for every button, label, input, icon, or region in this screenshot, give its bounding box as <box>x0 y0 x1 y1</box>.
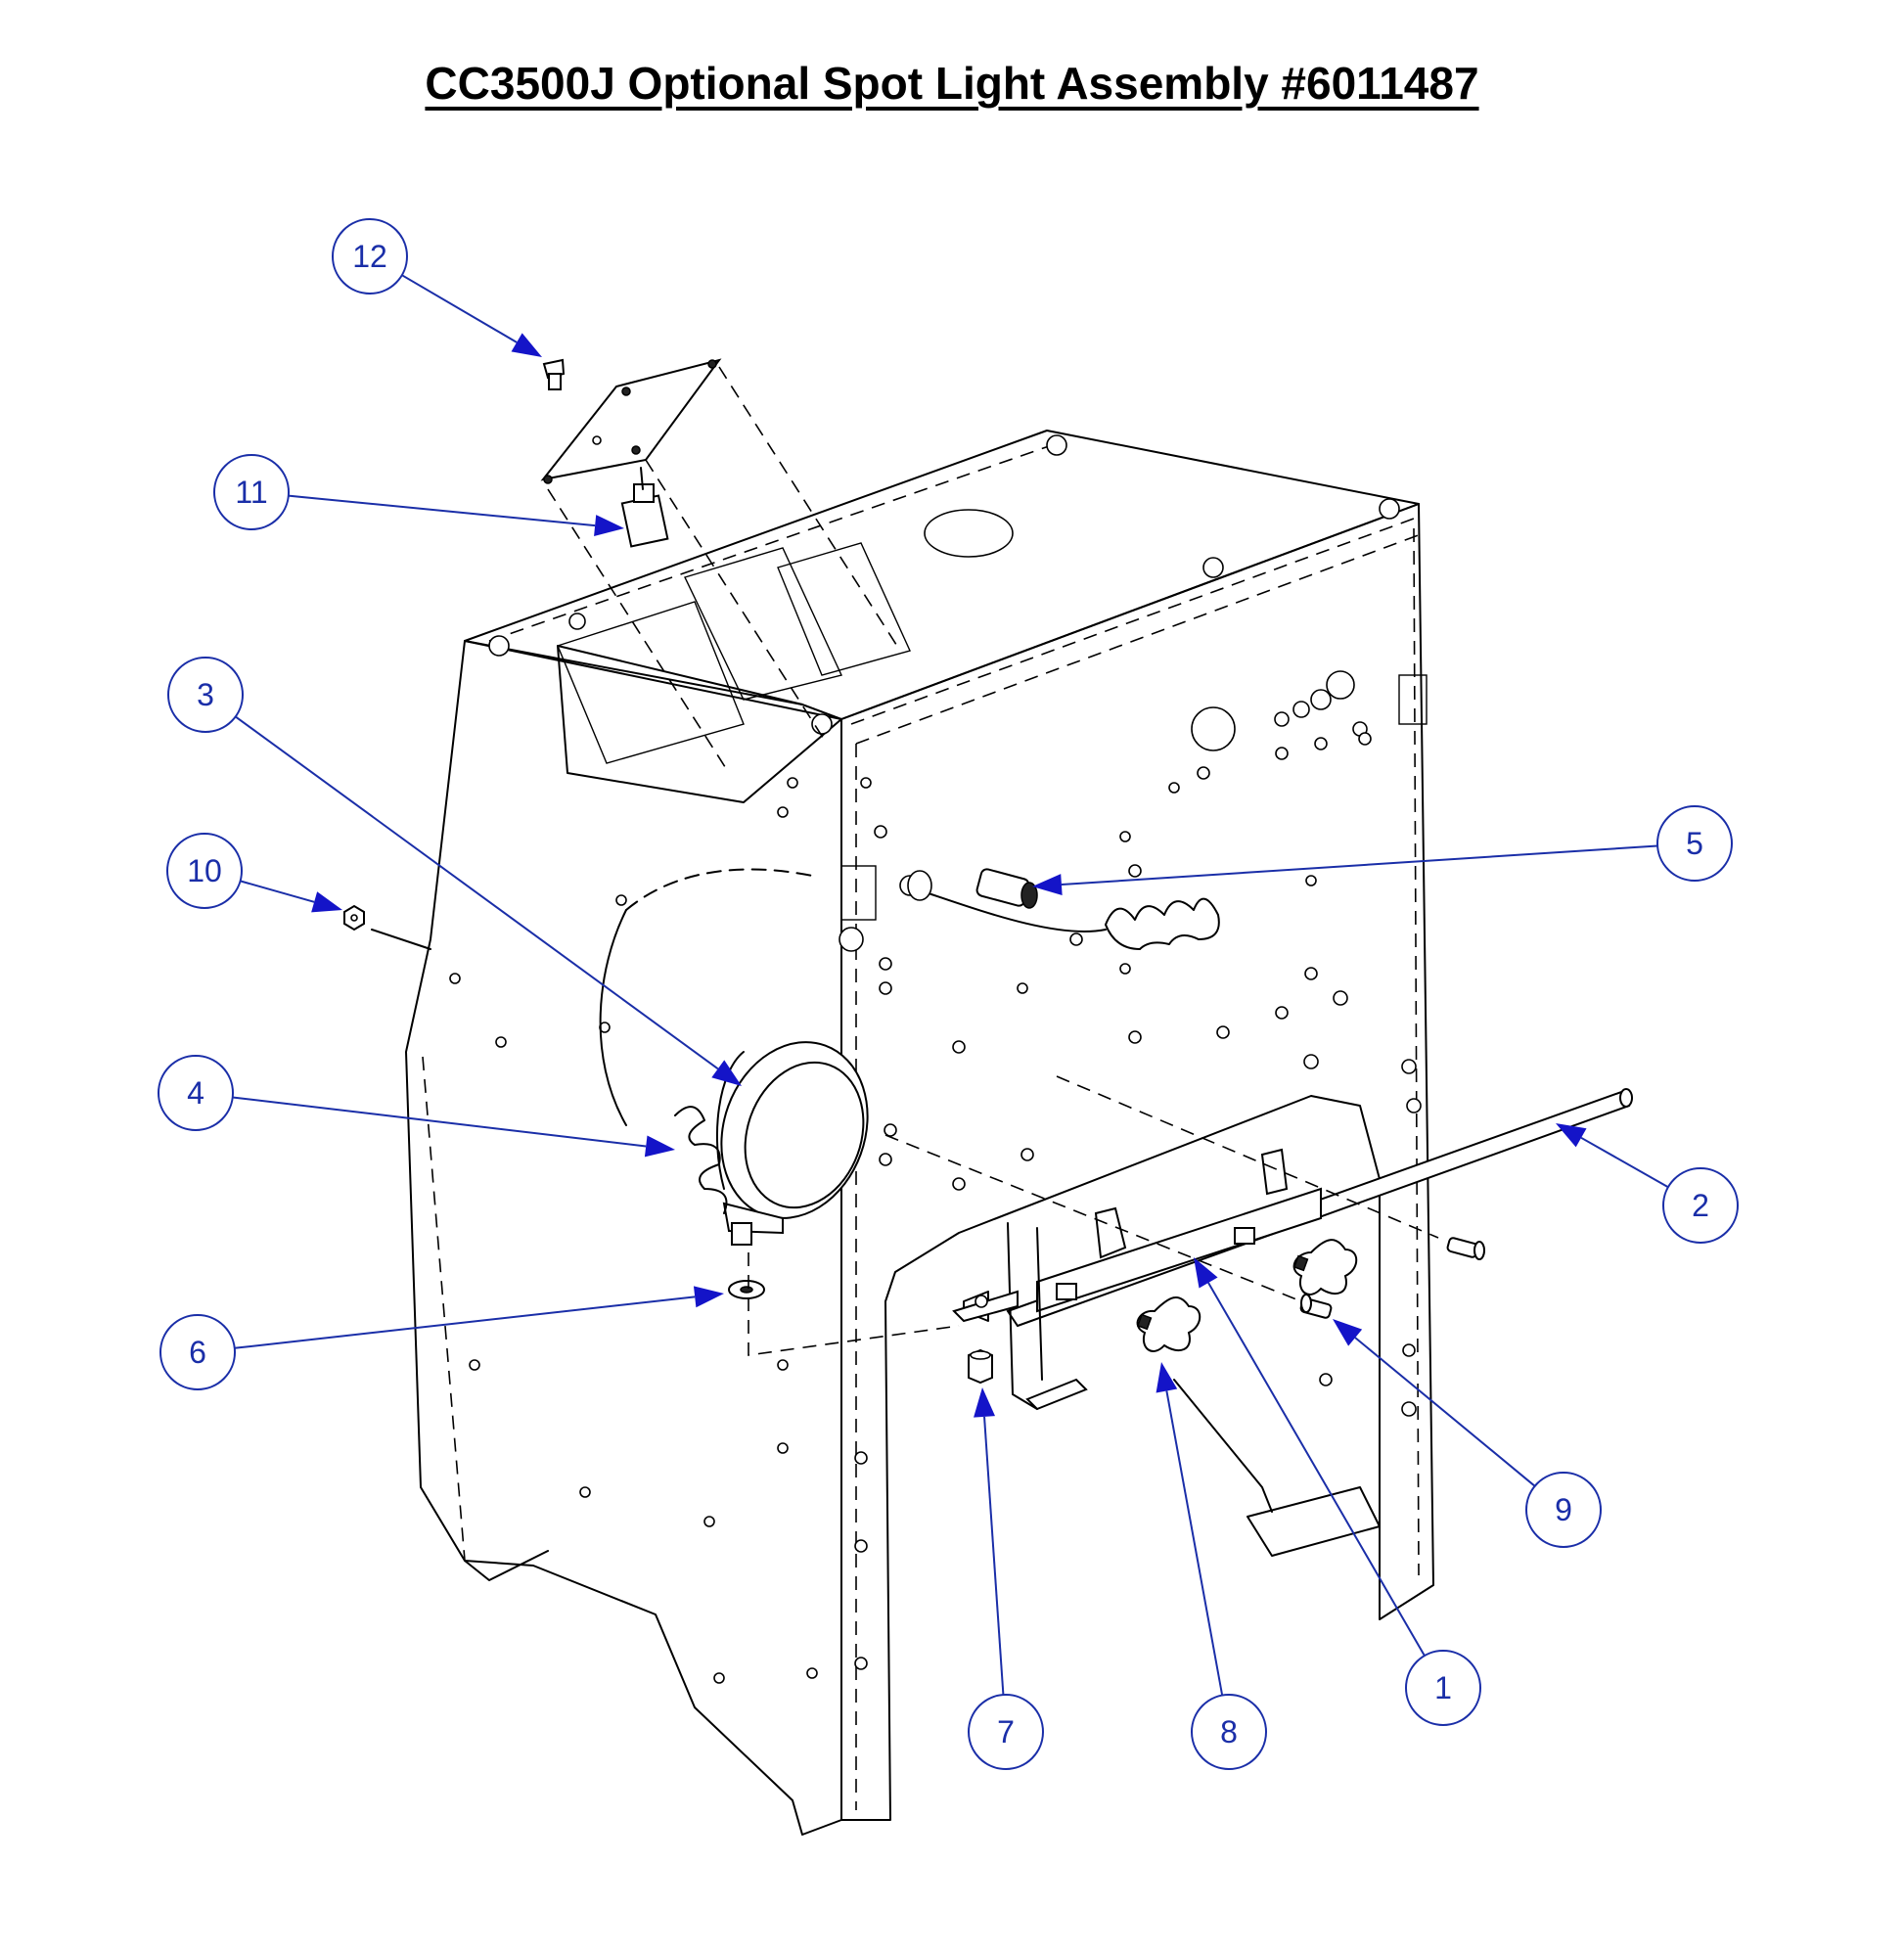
leader-line-4 <box>232 1096 647 1148</box>
washer <box>728 1252 960 1356</box>
callout-number-12: 12 <box>352 239 387 274</box>
callout-balloon-2 <box>1662 1167 1739 1244</box>
leader-line-8 <box>1165 1390 1224 1696</box>
callout-number-2: 2 <box>1692 1188 1709 1223</box>
callout-balloon-3 <box>167 657 244 733</box>
callout-balloon-1 <box>1405 1650 1481 1726</box>
switch-plate-assembly <box>540 358 901 774</box>
cabinet-housing <box>405 430 1434 1836</box>
callout-number-6: 6 <box>189 1335 206 1370</box>
callout-balloon-11 <box>213 454 290 530</box>
callout-number-11: 11 <box>235 475 267 510</box>
callout-number-4: 4 <box>187 1075 204 1111</box>
callout-number-7: 7 <box>997 1714 1015 1750</box>
arrowhead-1 <box>1194 1257 1218 1289</box>
arrowhead-11 <box>594 515 624 537</box>
leader-line-2 <box>1580 1136 1669 1189</box>
leader-line-11 <box>288 494 596 527</box>
star-knob-8 <box>1136 1239 1358 1352</box>
callout-balloon-12 <box>332 218 408 295</box>
mounting-bracket <box>952 1148 1322 1411</box>
leader-line-12 <box>401 274 518 343</box>
bolt-9 <box>884 1075 1485 1319</box>
leader-line-6 <box>234 1295 696 1349</box>
callout-number-5: 5 <box>1686 826 1703 861</box>
coil-cord <box>674 889 1220 1214</box>
leader-line-3 <box>235 715 719 1070</box>
hex-nut-10 <box>343 904 431 950</box>
callout-number-3: 3 <box>197 677 214 712</box>
leader-line-9 <box>1354 1337 1536 1487</box>
callout-leaders <box>232 274 1669 1696</box>
leader-line-7 <box>983 1416 1005 1696</box>
leader-line-5 <box>1061 844 1658 886</box>
callout-number-8: 8 <box>1220 1714 1238 1750</box>
cord-grip <box>907 868 1038 909</box>
arrowhead-8 <box>1156 1362 1178 1393</box>
callout-balloon-8 <box>1191 1694 1267 1770</box>
callout-balloon-4 <box>158 1055 234 1131</box>
arrowhead-10 <box>311 891 342 913</box>
arrowhead-7 <box>974 1387 996 1418</box>
callout-number-1: 1 <box>1434 1670 1452 1705</box>
callout-balloon-5 <box>1656 805 1733 882</box>
diagram-title: CC3500J Optional Spot Light Assembly #60… <box>425 58 1479 109</box>
arrowhead-3 <box>711 1060 742 1086</box>
arrowhead-5 <box>1032 874 1063 896</box>
arrowhead-4 <box>644 1135 675 1158</box>
callout-balloon-7 <box>968 1694 1044 1770</box>
leader-line-1 <box>1207 1282 1426 1657</box>
callout-balloon-9 <box>1525 1472 1602 1548</box>
callout-number-10: 10 <box>187 853 222 888</box>
leader-line-10 <box>240 880 315 903</box>
callout-balloon-10 <box>166 833 243 909</box>
arrowhead-2 <box>1556 1123 1587 1148</box>
arrowhead-12 <box>511 333 542 357</box>
nut-7 <box>968 1348 993 1385</box>
callout-balloon-6 <box>159 1314 236 1390</box>
arrowhead-9 <box>1333 1319 1363 1346</box>
callout-number-9: 9 <box>1555 1492 1572 1527</box>
spot-light <box>599 868 869 1246</box>
arrowhead-6 <box>693 1286 724 1308</box>
